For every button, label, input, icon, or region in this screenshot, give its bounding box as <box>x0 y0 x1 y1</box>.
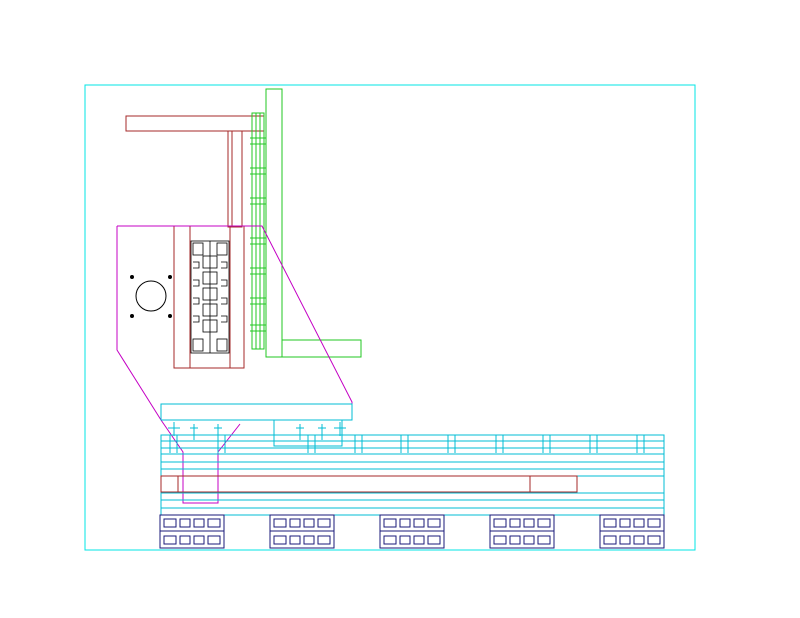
motor-bore <box>130 275 172 318</box>
rail-carriage-marks <box>169 435 645 453</box>
green-l-bracket <box>250 88 362 358</box>
linear-rail-stack <box>160 434 665 516</box>
profile-3 <box>379 514 445 549</box>
cyan-bolt-group <box>168 422 346 440</box>
green-bolt-group <box>250 136 266 333</box>
red-vertical-post <box>173 130 245 369</box>
profile-2 <box>269 514 335 549</box>
profile-1 <box>159 514 225 549</box>
magenta-motor-plate <box>116 225 353 504</box>
aluminium-profile-vertical <box>190 240 230 354</box>
cyan-base-plate <box>160 403 353 447</box>
aluminium-profile-bottom <box>159 514 665 549</box>
outer-frame <box>84 84 696 551</box>
red-top-beam <box>125 115 265 132</box>
profile-4 <box>489 514 555 549</box>
red-horizontal-bar <box>160 475 578 493</box>
profile-5 <box>599 514 665 549</box>
